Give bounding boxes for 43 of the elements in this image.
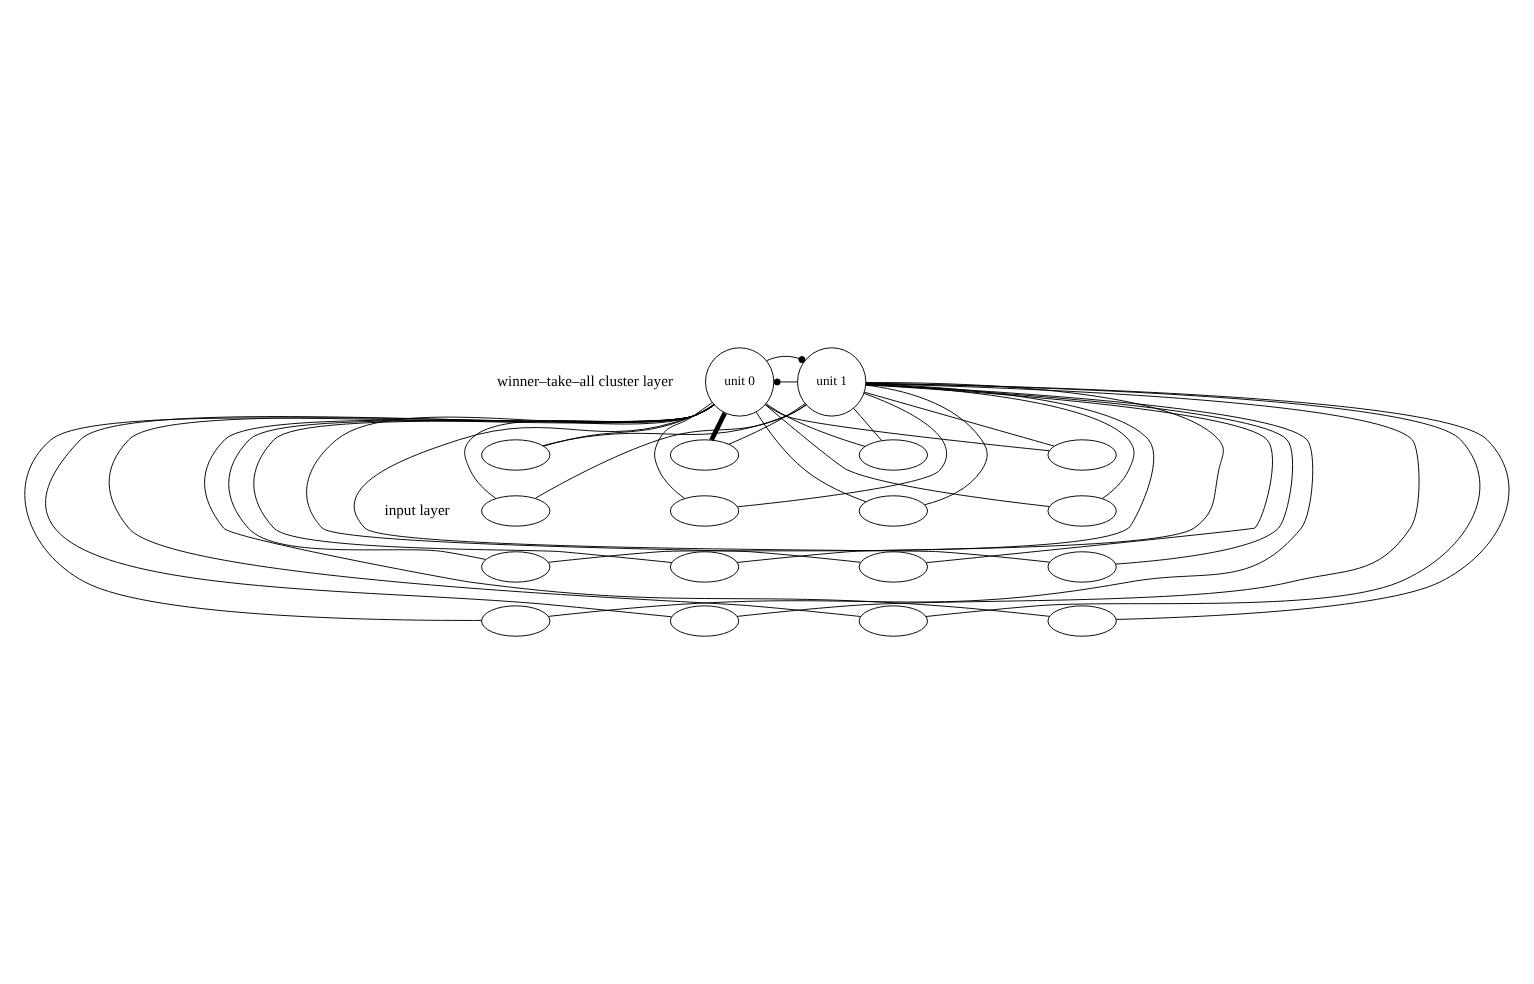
label: winner–take–all cluster layer: [497, 371, 673, 390]
node-ellipse: [1047, 551, 1117, 583]
node-ellipse: [669, 605, 740, 637]
connector: [853, 407, 882, 441]
connector: [737, 392, 948, 508]
connector: [543, 403, 715, 447]
connector: [865, 384, 988, 506]
node-ellipse: [669, 495, 740, 527]
node-ellipse: [669, 439, 740, 471]
connector: [863, 391, 1055, 447]
connector: [204, 404, 1050, 617]
connector: [464, 404, 715, 499]
connector: [542, 404, 807, 447]
connector: [306, 404, 862, 563]
node-ellipse: [669, 551, 740, 583]
connector: [773, 378, 798, 386]
label: input layer: [384, 500, 450, 519]
node-ellipse: [1047, 439, 1117, 471]
connector: [765, 403, 866, 447]
connector: [755, 411, 867, 503]
connector: [764, 404, 1050, 452]
node-ellipse: [481, 495, 551, 527]
node-ellipse: [858, 439, 928, 471]
connector: [736, 382, 1224, 563]
connector: [654, 402, 713, 499]
node-ellipse: [481, 439, 551, 471]
node-ellipse: [1047, 605, 1117, 637]
connector: [108, 404, 862, 617]
connector: [534, 404, 807, 499]
connector: [728, 403, 806, 445]
connector: [547, 383, 1314, 617]
node-ellipse: [858, 551, 928, 583]
connector: [736, 383, 1420, 617]
connector: [709, 412, 727, 442]
connector: [547, 383, 1155, 563]
node-ellipse: [481, 605, 551, 637]
node-ellipse: [1047, 495, 1117, 527]
connector: [764, 404, 1050, 507]
node-ellipse: [858, 495, 928, 527]
connector: [766, 355, 806, 364]
node-ellipse: [858, 605, 928, 637]
node-ellipse: [481, 551, 551, 583]
connector: [353, 404, 1051, 563]
